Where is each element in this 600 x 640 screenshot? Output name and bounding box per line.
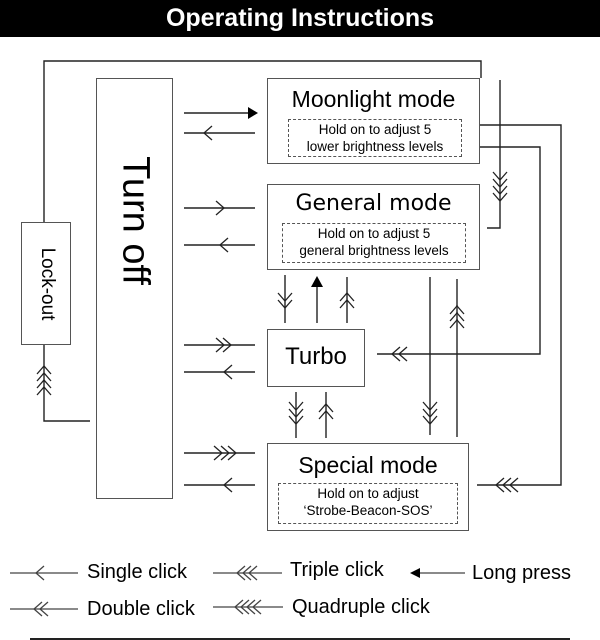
general-mode-label: General mode <box>295 191 452 216</box>
special-hold-line1: Hold on to adjust <box>317 486 419 501</box>
moonlight-mode-state: Moonlight mode Hold on to adjust 5 lower… <box>267 78 480 164</box>
moonlight-hold-line1: Hold on to adjust 5 <box>318 122 432 137</box>
quadruple-click-arrow-icon <box>36 365 52 396</box>
page-title: Operating Instructions <box>0 0 600 37</box>
general-hold-line2: general brightness levels <box>299 243 449 258</box>
single-click-arrow-icon <box>203 125 213 141</box>
lockout-bottom-connector <box>43 345 90 422</box>
triple-click-arrow-icon <box>288 401 304 425</box>
lock-out-label: Lock-out <box>37 247 58 321</box>
special-mode-label: Special mode <box>298 452 438 478</box>
general-mode-state: General mode Hold on to adjust 5 general… <box>267 184 480 270</box>
triple-click-arrow-icon <box>422 401 438 425</box>
double-click-arrow-icon <box>339 292 355 309</box>
single-click-arrow-icon <box>215 200 225 216</box>
legend-triple-click: Triple click <box>290 559 384 581</box>
legend-quad-arrow-icon <box>234 599 262 615</box>
triple-click-arrow-icon <box>495 477 519 493</box>
special-hold-note: Hold on to adjust ‘Strobe-Beacon-SOS’ <box>278 483 458 524</box>
single-click-arrow-icon <box>219 237 229 253</box>
legend-single-click: Single click <box>87 561 188 583</box>
moon-gen-connector <box>487 80 501 229</box>
double-click-arrow-icon <box>318 403 334 420</box>
legend-long-arrow-icon <box>410 568 420 578</box>
general-hold-note: Hold on to adjust 5 general brightness l… <box>282 223 466 263</box>
moonlight-hold-line2: lower brightness levels <box>306 139 444 154</box>
long-press-arrow-icon <box>311 276 323 287</box>
moon-turbo-connector <box>377 146 541 355</box>
legend-double-click: Double click <box>87 598 195 620</box>
general-hold-line1: Hold on to adjust 5 <box>317 226 431 241</box>
lock-out-state: Lock-out <box>21 222 71 345</box>
single-click-arrow-icon <box>223 477 233 493</box>
legend-double-arrow-icon <box>33 601 49 617</box>
triple-click-arrow-icon <box>449 305 465 329</box>
lockout-top-connector <box>43 60 482 222</box>
moonlight-hold-note: Hold on to adjust 5 lower brightness lev… <box>288 119 462 157</box>
turn-off-state: Turn off <box>96 78 173 499</box>
legend-single-arrow-icon <box>35 565 45 581</box>
double-click-arrow-icon <box>215 337 232 353</box>
turbo-state: Turbo <box>267 329 365 387</box>
quadruple-click-arrow-icon <box>492 171 508 202</box>
legend-triple-arrow-icon <box>236 565 258 581</box>
triple-click-arrow-icon <box>213 445 237 461</box>
single-click-arrow-icon <box>223 364 233 380</box>
double-click-arrow-icon <box>391 346 408 362</box>
turn-off-label: Turn off <box>114 156 157 285</box>
legend-quadruple-click: Quadruple click <box>292 596 430 618</box>
legend-long-press: Long press <box>472 562 571 584</box>
double-click-arrow-icon <box>277 292 293 309</box>
special-hold-line2: ‘Strobe-Beacon-SOS’ <box>303 503 433 518</box>
moonlight-mode-label: Moonlight mode <box>291 86 456 112</box>
turbo-label: Turbo <box>285 343 347 370</box>
moon-special-connector <box>477 124 562 486</box>
special-mode-state: Special mode Hold on to adjust ‘Strobe-B… <box>267 443 469 531</box>
long-press-arrow-icon <box>248 107 258 119</box>
